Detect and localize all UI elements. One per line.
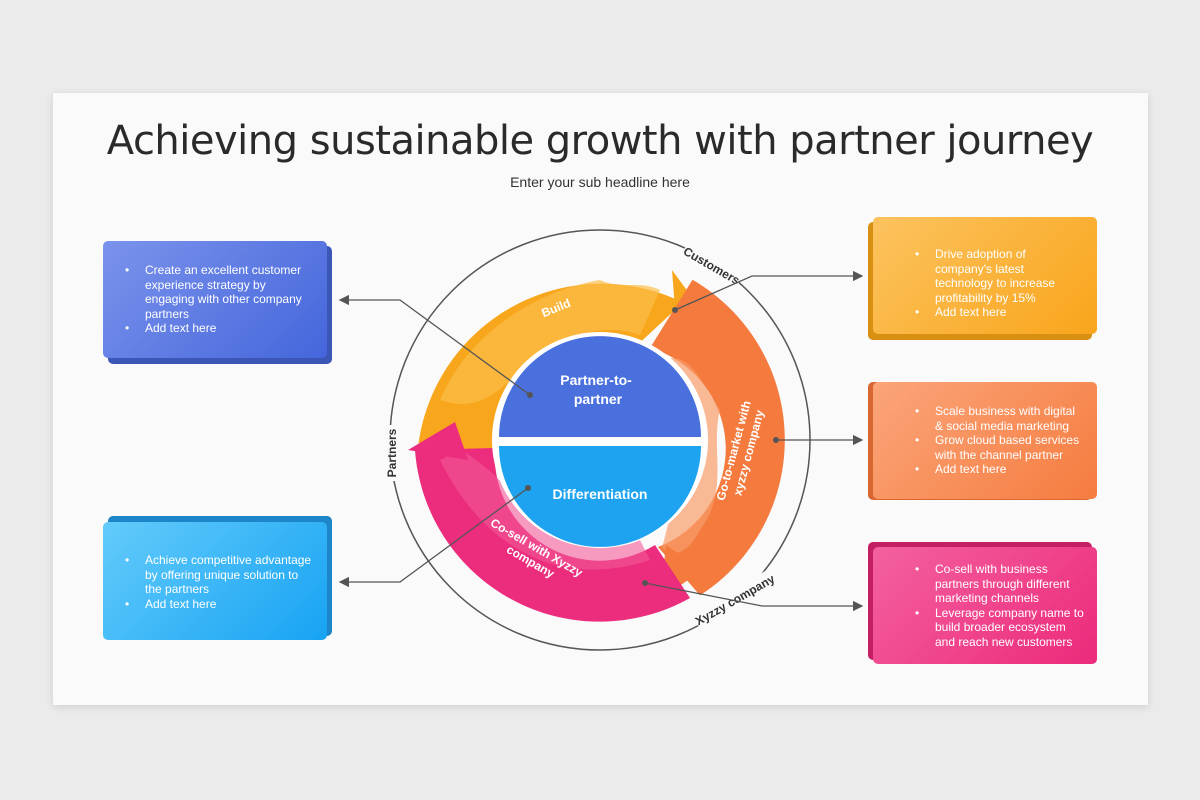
page-subtitle: Enter your sub headline here	[510, 174, 690, 190]
ring-segment-go-to-market	[650, 279, 785, 596]
pink-text-box: Co-sell with business partners through d…	[873, 547, 1097, 664]
orange-box-item: Grow cloud based services with the chann…	[915, 433, 1085, 462]
connector-cyan	[338, 487, 529, 588]
ring-segment-build-highlight	[440, 280, 660, 404]
yellow-box-item: Drive adoption of company's latest techn…	[915, 247, 1085, 305]
connector-yellow	[674, 270, 864, 311]
cyan-box-item: Add text here	[125, 597, 313, 612]
xyzzy-label-bg	[691, 568, 778, 630]
center-top-label-line1: Partner-to-	[560, 372, 632, 388]
page-title: Achieving sustainable growth with partne…	[106, 118, 1094, 164]
connector-dot	[527, 392, 533, 398]
center-top-half	[499, 336, 701, 437]
cyan-box-item: Achieve competitive advantage by offerin…	[125, 553, 313, 597]
yellow-box-item: Add text here	[915, 305, 1085, 320]
pink-box-item: Co-sell with business partners through d…	[915, 562, 1085, 606]
center-bottom-label: Differentiation	[553, 486, 648, 502]
blue-box-item: Add text here	[125, 321, 313, 336]
partners-label: Partners	[385, 428, 399, 477]
center-bottom-half	[499, 446, 701, 547]
connector-dot	[642, 580, 648, 586]
center-top-label: Partner-to- partner	[560, 372, 635, 407]
connector-pink	[644, 582, 864, 612]
orange-box-item: Add text here	[915, 462, 1085, 477]
yellow-text-box: Drive adoption of company's latest techn…	[873, 217, 1097, 334]
center-top-label-line2: partner	[574, 391, 623, 407]
partners-label-bg	[382, 425, 402, 481]
orange-box-item: Scale business with digital & social med…	[915, 404, 1085, 433]
cosell-arrow-head	[408, 422, 468, 460]
orange-text-box: Scale business with digital & social med…	[873, 382, 1097, 499]
connector-blue	[338, 294, 531, 396]
connector-dot	[525, 485, 531, 491]
connector-dot	[672, 307, 678, 313]
blue-text-box: Create an excellent customer experience …	[103, 241, 327, 358]
ring-segment-cosell-highlight	[440, 450, 650, 570]
blue-box-item: Create an excellent customer experience …	[125, 263, 313, 321]
connector-dot	[773, 437, 779, 443]
pink-box-item: Leverage company name to build broader e…	[915, 606, 1085, 650]
customers-label-bg	[679, 241, 745, 289]
customers-label: Customers	[681, 244, 743, 288]
cyan-text-box: Achieve competitive advantage by offerin…	[103, 522, 327, 640]
